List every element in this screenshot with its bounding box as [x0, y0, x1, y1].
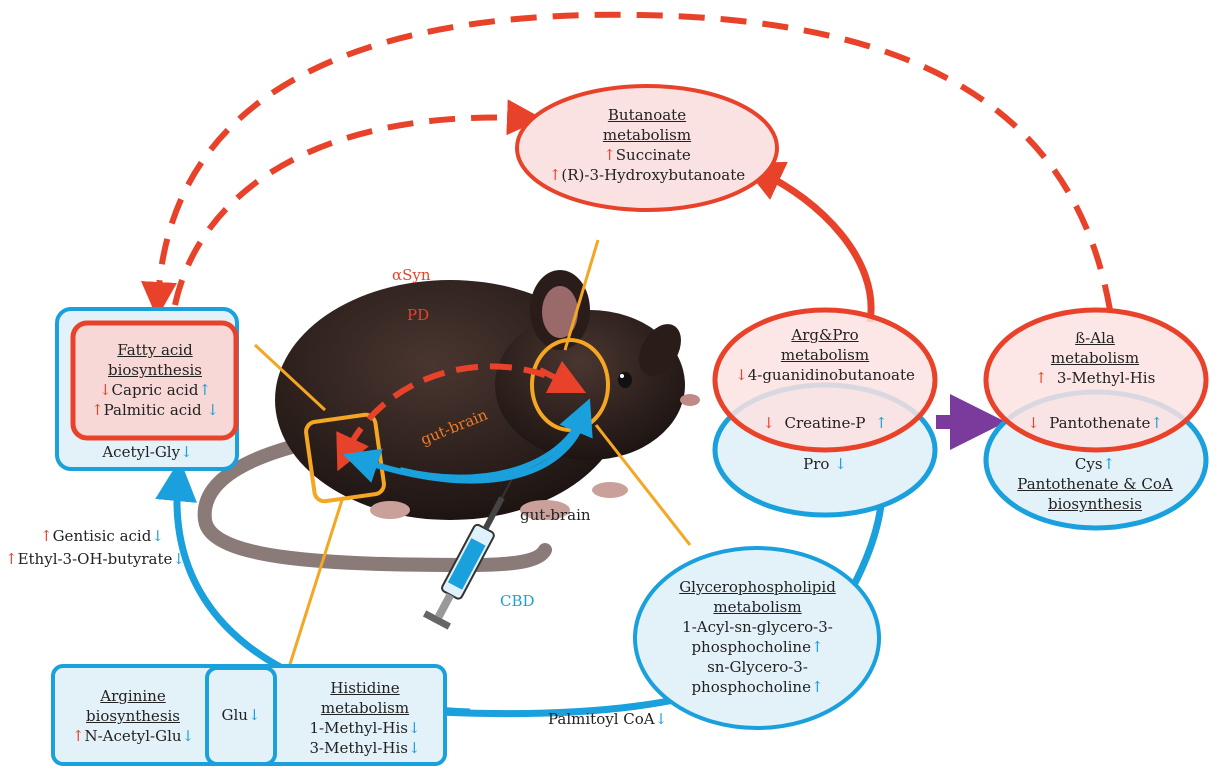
dashed-arrow-inner [172, 99, 543, 306]
butanoate-title1: Butanoate [607, 106, 687, 124]
down-arrow-icon: ↓ [247, 706, 261, 724]
butanoate-item1: ↑Succinate [603, 146, 691, 164]
histidine-node: Histidine metabolism 1-Methyl-His↓ 3-Met… [290, 676, 440, 760]
methyl-his-3: 3-Methyl-His↓ [309, 739, 421, 757]
arg-pro-title1: Arg&Pro [791, 326, 859, 344]
glycero-line3: sn-Glycero-3- [707, 658, 808, 676]
dashed-arrow-mouse-head [538, 360, 587, 394]
up-arrow-icon: ↑ [1150, 414, 1163, 432]
fatty-acid-title2: biosynthesis [107, 361, 203, 379]
acetyl-gly: Acetyl-Gly↓ [102, 443, 193, 461]
arginine-title2: biosynthesis [85, 707, 181, 725]
down-arrow-icon: ↓ [654, 710, 668, 728]
down-arrow-icon: ↓ [834, 455, 847, 473]
ethyl-label: ↑Ethyl-3-OH-butyrate↓ [5, 550, 185, 568]
down-arrow-icon: ↓ [407, 739, 421, 757]
glycero-ellipse [633, 546, 881, 730]
down-arrow-icon: ↓ [180, 443, 193, 461]
glycero-line4: phosphocholine↑ [691, 678, 824, 696]
arg-pro-red-ellipse [712, 307, 938, 453]
blue-gut-brain-arrow-2 [399, 398, 593, 481]
down-arrow-icon: ↓ [1027, 414, 1040, 432]
up-arrow-icon: ↑ [71, 727, 85, 745]
pantothenate-coa-title1: Pantothenate & CoA [1017, 475, 1173, 493]
creatine-p: ↓ Creatine-P ↑ [762, 414, 888, 432]
gentisic-label: ↑Gentisic acid↓ [40, 527, 164, 545]
mouse-tail [197, 433, 552, 573]
guanidinobutanoate: ↓4-guanidinobutanoate [735, 366, 915, 384]
beta-ala-title1: ß-Ala [1075, 329, 1115, 347]
pantothenate: ↓ Pantothenate↑ [1027, 414, 1163, 432]
pantothenate-coa-node: Cys↑ Pantothenate & CoA biosynthesis [1017, 455, 1173, 513]
syringe-icon [422, 466, 520, 630]
cbd-label: CBD [500, 592, 535, 610]
butanoate-item2: ↑(R)-3-Hydroxybutanoate [548, 166, 746, 184]
beta-ala-red-ellipse [983, 307, 1209, 453]
down-arrow-icon: ↓ [98, 381, 112, 399]
up-arrow-icon: ↑ [1102, 455, 1116, 473]
down-arrow-icon: ↓ [735, 366, 748, 384]
glycero-title1: Glycerophospholipid [679, 578, 836, 596]
fatty-acid-node: Fatty acid biosynthesis ↓Capric acid↑ ↑P… [75, 324, 235, 436]
capric-acid: ↓Capric acid↑ [98, 381, 212, 399]
up-arrow-icon: ↑ [91, 401, 104, 419]
beta-ala-title2: metabolism [1050, 349, 1140, 367]
butanoate-title2: metabolism [602, 126, 692, 144]
butanoate-ellipse [515, 84, 779, 212]
glu-box [205, 666, 277, 766]
pantothenate-coa-title2: biosynthesis [1047, 495, 1143, 513]
fatty-acid-title1: Fatty acid [117, 341, 193, 359]
down-arrow-icon: ↓ [206, 401, 219, 419]
butanoate-node: Butanoate metabolism ↑Succinate ↑(R)-3-H… [527, 95, 767, 195]
pd-label: PD [407, 306, 430, 324]
up-arrow-icon: ↑ [1034, 369, 1048, 387]
dashed-arrow-mouse [336, 363, 546, 472]
up-arrow-icon: ↑ [5, 550, 18, 568]
arg-pro-node: Arg&Pro metabolism ↓4-guanidinobutanoate [715, 325, 935, 385]
orange-connector-lines [253, 239, 692, 681]
up-arrow-icon: ↑ [875, 414, 888, 432]
methyl-his-beta: ↑ 3-Methyl-His [1034, 369, 1156, 387]
up-arrow-icon: ↑ [810, 638, 824, 656]
up-arrow-icon: ↑ [198, 381, 212, 399]
arginine-node: Arginine biosynthesis ↑N-Acetyl-Glu↓ [58, 676, 208, 756]
glycero-line1: 1-Acyl-sn-glycero-3- [682, 618, 833, 636]
glycero-title2: metabolism [713, 598, 802, 616]
red-arrow-argpro-butanoate [740, 161, 875, 323]
pro: Pro ↓ [803, 455, 847, 473]
glycero-node: Glycerophospholipid metabolism 1-Acyl-sn… [640, 567, 875, 707]
down-arrow-icon: ↓ [172, 550, 185, 568]
down-arrow-icon: ↓ [762, 414, 775, 432]
gut-brain-label: gut-brain [520, 506, 591, 524]
histidine-title2: metabolism [320, 699, 410, 717]
down-arrow-icon: ↓ [181, 727, 195, 745]
glycero-line2: phosphocholine↑ [691, 638, 824, 656]
n-acetyl-glu: ↑N-Acetyl-Glu↓ [71, 727, 195, 745]
up-arrow-icon: ↑ [40, 527, 53, 545]
up-arrow-icon: ↑ [810, 678, 824, 696]
asyn-label: αSyn [392, 266, 431, 284]
histidine-title1: Histidine [330, 679, 400, 697]
down-arrow-icon: ↓ [407, 719, 421, 737]
methyl-his-1: 1-Methyl-His↓ [309, 719, 421, 737]
glu-node: Glu↓ [221, 706, 261, 724]
arginine-title1: Arginine [100, 687, 166, 705]
beta-ala-node: ß-Ala metabolism ↑ 3-Methyl-His [990, 328, 1200, 388]
arg-pro-title2: metabolism [780, 346, 870, 364]
down-arrow-icon: ↓ [151, 527, 164, 545]
fatty-acid-inner-box [70, 320, 239, 441]
up-arrow-icon: ↑ [603, 146, 616, 164]
palmitoyl-label: Palmitoyl CoA↓ [548, 710, 668, 728]
palmitic-acid: ↑Palmitic acid ↓ [91, 401, 219, 419]
dashed-arrow-outer [141, 11, 1113, 318]
up-arrow-icon: ↑ [548, 166, 562, 184]
